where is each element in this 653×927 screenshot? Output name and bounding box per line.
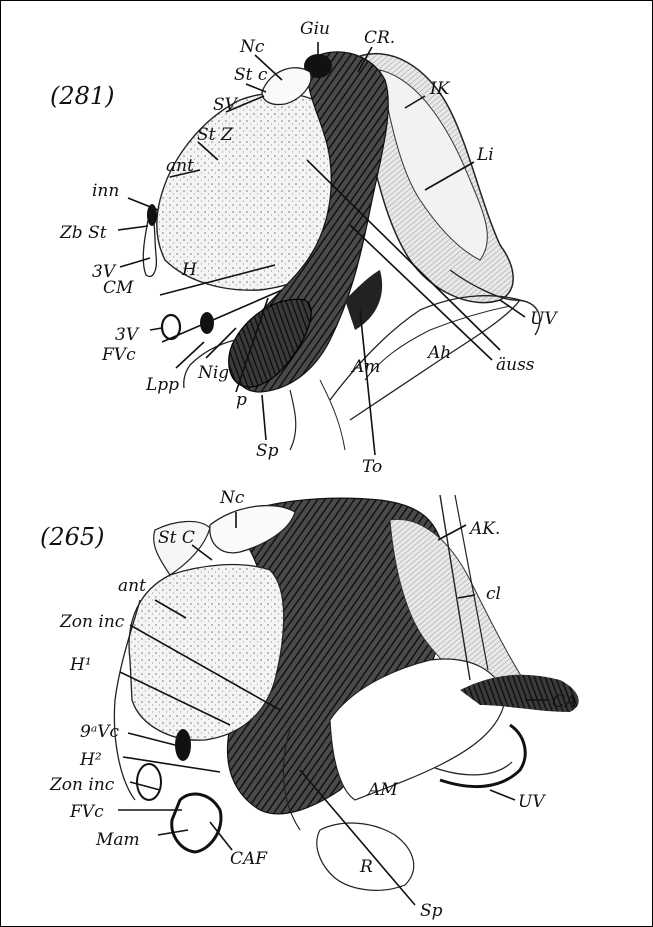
label-ak: AK. — [468, 519, 500, 539]
label-cm: CM — [103, 278, 134, 298]
label-3v-b: 3V — [115, 325, 140, 345]
label-sp: Sp — [256, 441, 279, 461]
figure-265: Nc (265) St C AK. ant cl Zon inc H¹ CA 9… — [40, 488, 579, 921]
label-ah: Ah — [426, 343, 451, 363]
label-r: R — [359, 857, 373, 877]
label-auss: äuss — [496, 355, 535, 375]
mam-body — [172, 794, 221, 852]
label-am: Am — [350, 357, 380, 377]
label-ant-265: ant — [118, 576, 146, 596]
label-li: Li — [476, 145, 494, 165]
label-p: p — [236, 390, 247, 410]
label-giu: Giu — [300, 19, 330, 39]
h2-ring — [137, 764, 161, 800]
label-inn: inn — [92, 181, 119, 201]
label-mam: Mam — [95, 830, 140, 850]
lower-contour-2 — [320, 380, 345, 450]
label-h2: H² — [79, 750, 102, 770]
label-ik: IK — [429, 79, 451, 99]
label-stc: St c — [234, 65, 268, 85]
label-to: To — [362, 457, 382, 477]
figure-number-265: (265) — [40, 523, 105, 551]
figure-281: (281) Giu Nc CR. St c IK SV St Z Li ant … — [50, 19, 558, 477]
label-9vc: 9ᵃVc — [80, 722, 119, 742]
label-zoninc-1: Zon inc — [59, 612, 125, 632]
label-cl: cl — [486, 584, 501, 604]
label-zoninc-2: Zon inc — [49, 775, 115, 795]
label-fvc-265: FVc — [69, 802, 104, 822]
label-nc-265: Nc — [219, 488, 245, 508]
label-stz: St Z — [197, 125, 234, 145]
label-am-265: AM — [366, 780, 398, 800]
label-sp-265: Sp — [420, 901, 443, 921]
label-sv: SV — [213, 95, 239, 115]
label-ca: CA — [552, 692, 577, 712]
lower-contour — [290, 390, 296, 450]
label-uv-265: UV — [518, 792, 546, 812]
label-nig: Nig — [197, 363, 229, 383]
label-cr: CR. — [364, 28, 395, 48]
label-h: H — [181, 260, 198, 280]
figure-number-281: (281) — [50, 82, 115, 110]
uv-loop-inner — [435, 762, 512, 775]
vc9-oval — [175, 729, 191, 761]
label-zbst: Zb St — [59, 223, 107, 243]
label-uv: UV — [530, 309, 558, 329]
label-lpp: Lpp — [145, 375, 179, 395]
label-ant: ant — [166, 156, 194, 176]
label-caf: CAF — [230, 849, 268, 869]
label-stc-265: St C — [158, 528, 195, 548]
label-fvc: FVc — [101, 345, 136, 365]
label-h1: H¹ — [69, 655, 92, 675]
label-nc: Nc — [239, 37, 265, 57]
